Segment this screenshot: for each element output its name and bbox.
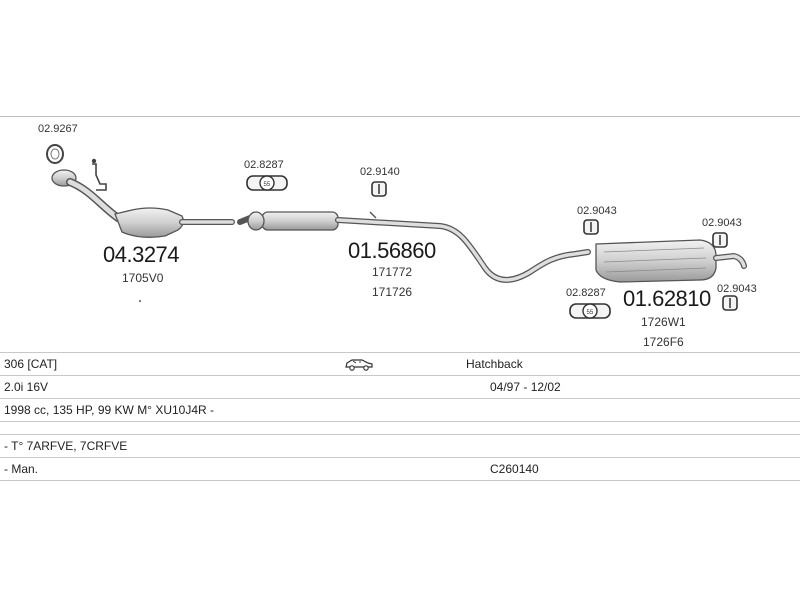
rear-mount-left-icon[interactable] (583, 219, 599, 235)
rear-silencer-oe-2: 1726F6 (643, 335, 684, 349)
table-row: 306 [CAT] Hatchback (0, 352, 800, 376)
lambda-sensor-icon (91, 158, 107, 191)
exhaust-diagram: 02.9267 04.3274 1705V0 55 02.8287 02.914… (38, 123, 757, 349)
table-row: 1998 cc, 135 HP, 99 KW M° XU10J4R - (0, 398, 800, 422)
vehicle-spec-table: 306 [CAT] Hatchback 2.0i 16V 04/97 - 12/… (0, 352, 800, 481)
table-row: - Man. C260140 (0, 457, 800, 481)
middle-silencer-oe-1: 171772 (372, 265, 412, 279)
svg-text:55: 55 (587, 310, 594, 316)
table-row (0, 421, 800, 435)
rear-silencer-part[interactable] (595, 239, 747, 283)
clamp-rear-number: 02.8287 (566, 287, 606, 299)
rear-mount-right-icon[interactable] (712, 232, 728, 248)
rear-mount-lower-icon[interactable] (722, 295, 738, 311)
rear-silencer-oe-1: 1726W1 (641, 315, 686, 329)
rear-silencer-number: 01.62810 (623, 286, 711, 311)
car-hatchback-icon (345, 359, 373, 371)
hanger-middle-icon[interactable] (371, 181, 387, 197)
catalyst-part[interactable] (51, 169, 235, 238)
table-row: 2.0i 16V 04/97 - 12/02 (0, 375, 800, 399)
engine-codes-cell: - T° 7ARFVE, 7CRFVE (0, 434, 800, 458)
model-cell: 306 [CAT] (0, 352, 192, 376)
clamp-front-icon[interactable]: 55 (246, 175, 288, 191)
catalyst-oe-number: 1705V0 (122, 271, 164, 285)
middle-silencer-part[interactable] (237, 211, 591, 283)
clamp-rear-icon[interactable]: 55 (569, 303, 611, 319)
kit-code-cell: C260140 (486, 457, 614, 481)
rear-mount-right-number: 02.9043 (702, 217, 742, 229)
vehicle-icon-cell (338, 352, 462, 376)
svg-text:55: 55 (264, 182, 271, 188)
details-cell: 1998 cc, 135 HP, 99 KW M° XU10J4R - (0, 398, 800, 422)
body-cell: Hatchback (462, 352, 672, 376)
hanger-middle-number: 02.9140 (360, 166, 400, 178)
catalyst-number: 04.3274 (103, 242, 179, 267)
middle-silencer-number: 01.56860 (348, 238, 436, 263)
table-row: - T° 7ARFVE, 7CRFVE (0, 434, 800, 458)
years-cell: 04/97 - 12/02 (486, 375, 614, 399)
rear-mount-left-number: 02.9043 (577, 205, 617, 217)
rear-mount-lower-number: 02.9043 (717, 283, 757, 295)
clamp-top-left-number: 02.9267 (38, 123, 78, 135)
middle-silencer-oe-2: 171726 (372, 285, 412, 299)
top-border (0, 116, 800, 117)
gasket-ring-icon[interactable] (46, 144, 64, 164)
dot-mark (139, 300, 141, 302)
clamp-front-number: 02.8287 (244, 159, 284, 171)
